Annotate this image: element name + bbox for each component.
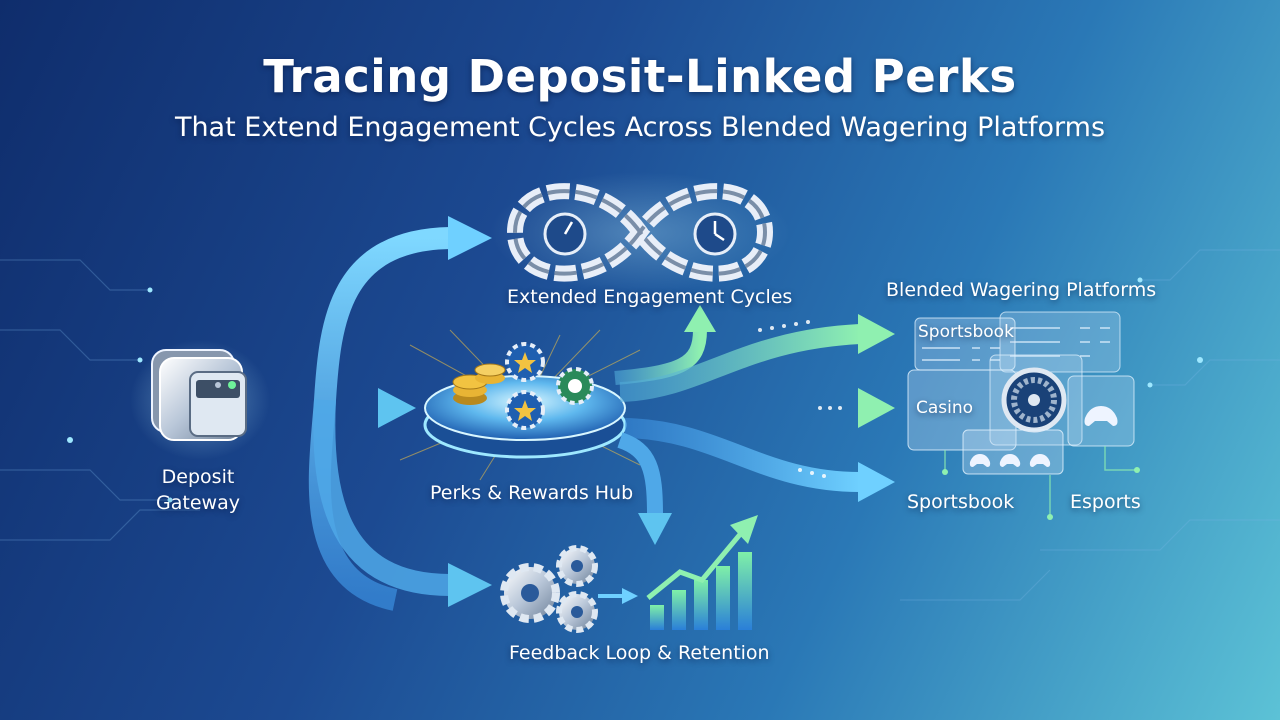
page-subtitle: That Extend Engagement Cycles Across Ble… [174,112,1106,143]
engagement-cycles-label: Extended Engagement Cycles [507,286,793,308]
platforms-label: Blended Wagering Platforms [886,279,1157,301]
feedback-loop-label: Feedback Loop & Retention [509,642,770,664]
circuit-nodes [67,277,1203,503]
sportsbook-label: Sportsbook [907,491,1015,513]
gears-chart-icon [500,515,758,633]
deposit-gateway-label: Deposit Gateway [148,464,248,516]
wallet-card-icon [130,340,270,460]
deposit-gateway-line1: Deposit [161,466,235,488]
infinity-chain-icon [490,172,790,292]
flow-arrows-hub [614,305,895,545]
circuit-lines [0,249,1280,601]
flow-arrows-left [255,216,492,611]
panel-sportsbook-label: Sportsbook [918,322,1014,342]
page-title: Tracing Deposit-Linked Perks [263,50,1017,103]
panel-casino-label: Casino [916,398,974,418]
deposit-gateway-line2: Gateway [156,492,240,514]
coins-chips-icon [399,329,641,481]
rewards-hub-label: Perks & Rewards Hub [430,482,634,504]
esports-label: Esports [1070,491,1141,513]
platforms-panels [907,311,1140,520]
